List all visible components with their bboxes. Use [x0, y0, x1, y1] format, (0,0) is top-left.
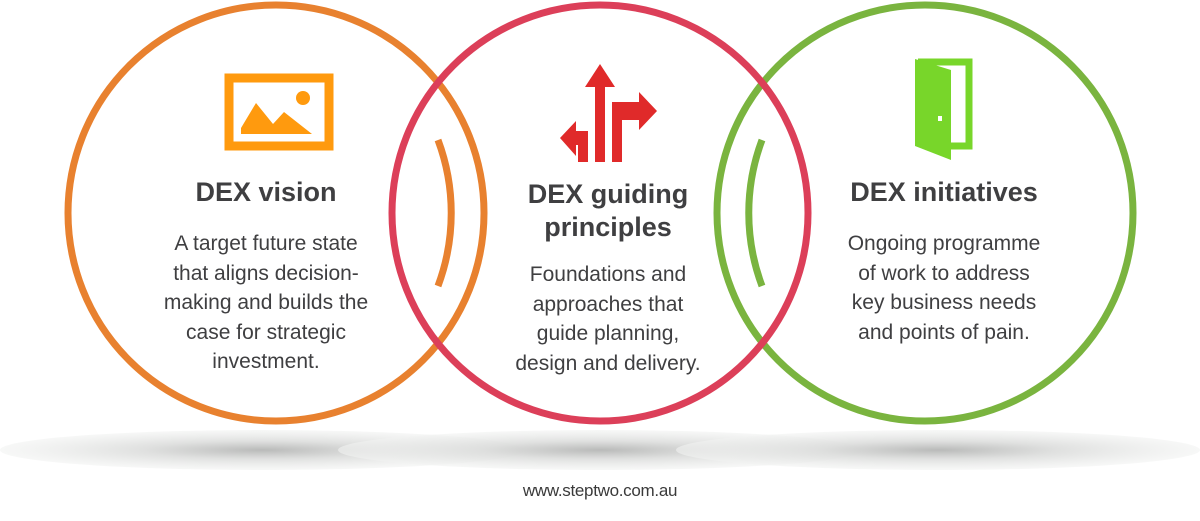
- principles-description: Foundations and approaches that guide pl…: [458, 260, 758, 378]
- principles-description-line: guide planning,: [536, 322, 680, 345]
- initiatives-title: DEX initiatives: [850, 177, 1038, 207]
- vision-description-line: case for strategic: [186, 320, 346, 344]
- initiatives-circle: [713, 1, 1137, 425]
- principles-card: DEX guiding principles Foundations and a…: [458, 178, 758, 378]
- footer-url: www.steptwo.com.au: [522, 481, 678, 500]
- principles-title: DEX guiding principles: [458, 178, 758, 244]
- vision-description: A target future state that aligns decisi…: [116, 229, 416, 377]
- vision-circle: [64, 1, 488, 425]
- principles-title-line: principles: [544, 212, 672, 242]
- principles-description-line: approaches that: [532, 292, 684, 316]
- vision-description-line: A target future state: [174, 232, 358, 255]
- initiatives-circle-overlap: [745, 138, 766, 288]
- vision-description-line: investment.: [212, 350, 320, 373]
- principles-title-line: DEX guiding: [527, 179, 689, 209]
- initiatives-description-line: Ongoing programme: [847, 232, 1041, 255]
- vision-card: DEX vision A target future state that al…: [116, 176, 416, 377]
- floor-shadows: [0, 430, 1200, 470]
- principles-description-line: Foundations and: [529, 263, 687, 286]
- principles-description-line: design and delivery.: [515, 351, 701, 375]
- open-door-icon: [915, 58, 973, 160]
- initiatives-description-line: key business needs: [851, 291, 1037, 314]
- vision-description-line: that aligns decision-: [173, 261, 359, 285]
- initiatives-description: Ongoing programme of work to address key…: [794, 229, 1094, 347]
- initiatives-description-line: of work to address: [858, 261, 1030, 285]
- direction-arrows-icon: [560, 64, 657, 162]
- initiatives-card: DEX initiatives Ongoing programme of wor…: [794, 176, 1094, 347]
- principles-circle: [388, 1, 812, 425]
- vision-description-line: making and builds the: [163, 291, 369, 314]
- initiatives-description-line: and points of pain.: [858, 320, 1030, 344]
- vision-circle-overlap: [434, 138, 455, 288]
- picture-icon: [224, 73, 334, 151]
- vision-title: DEX vision: [195, 177, 337, 207]
